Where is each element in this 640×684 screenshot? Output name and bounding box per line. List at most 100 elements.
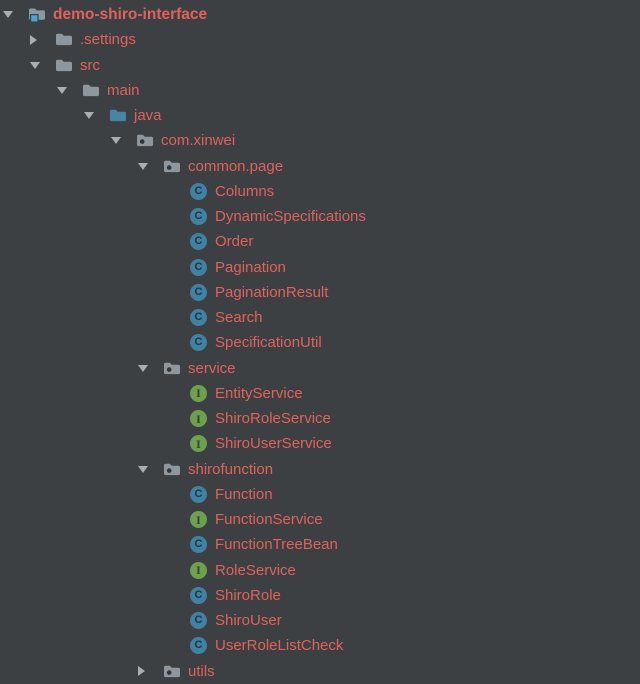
class-icon-letter: C [194,260,203,273]
tree-item-label: demo-shiro-interface [53,5,208,23]
arrow-spacer [165,280,190,305]
chevron-down-icon[interactable] [30,53,55,78]
class-icon: C [190,334,207,352]
class-icon-letter: C [194,285,203,298]
chevron-down-icon[interactable] [57,78,82,103]
class-icon-letter: C [194,588,203,601]
arrow-spacer [165,558,190,583]
tree-item-function[interactable]: C Function [0,482,640,507]
tree-item-function-service[interactable]: I FunctionService [0,507,640,532]
tree-item-function-tree-bean[interactable]: C FunctionTreeBean [0,532,640,557]
tree-item-label: ShiroRoleService [215,410,331,428]
package-folder-icon [163,461,181,478]
class-icon: C [190,612,207,630]
package-folder-icon [163,360,181,377]
tree-item-java[interactable]: java [0,103,640,128]
tree-item-label: ShiroUser [215,612,282,630]
chevron-down-icon[interactable] [111,128,136,153]
package-folder-icon [136,132,154,149]
tree-item-shiro-user-service[interactable]: I ShiroUserService [0,431,640,456]
package-folder-icon [163,663,181,680]
tree-item-label: java [134,107,162,125]
tree-item-settings[interactable]: .settings [0,27,640,52]
tree-item-main[interactable]: main [0,78,640,103]
tree-item-pagination-result[interactable]: C PaginationResult [0,280,640,305]
tree-item-label: PaginationResult [215,283,329,301]
tree-item-label: FunctionService [215,511,323,529]
tree-item-user-role-list-check[interactable]: C UserRoleListCheck [0,633,640,658]
chevron-right-icon[interactable] [138,659,163,684]
tree-item-specification-util[interactable]: C SpecificationUtil [0,330,640,355]
tree-item-dynamic-specifications[interactable]: C DynamicSpecifications [0,204,640,229]
class-icon: C [190,283,207,301]
tree-item-common-page[interactable]: common.page [0,154,640,179]
chevron-down-icon[interactable] [138,154,163,179]
interface-icon: I [190,384,207,402]
class-icon-letter: C [194,235,203,248]
arrow-spacer [165,633,190,658]
interface-icon: I [190,561,207,579]
tree-item-label: Pagination [215,258,286,276]
arrow-spacer [165,330,190,355]
folder-icon [82,82,100,99]
tree-item-service[interactable]: service [0,356,640,381]
chevron-down-icon[interactable] [138,356,163,381]
tree-item-utils[interactable]: utils [0,659,640,684]
class-icon-letter: C [194,311,203,324]
arrow-spacer [165,204,190,229]
tree-item-label: UserRoleListCheck [215,637,344,655]
class-icon: C [190,586,207,604]
chevron-down-icon[interactable] [84,103,109,128]
tree-item-columns[interactable]: C Columns [0,179,640,204]
class-icon-letter: C [194,487,203,500]
tree-item-label: Search [215,309,263,327]
tree-item-label: SpecificationUtil [215,334,322,352]
tree-item-shiro-user[interactable]: C ShiroUser [0,608,640,633]
class-icon-letter: C [194,614,203,627]
chevron-right-icon[interactable] [30,27,55,52]
class-icon: C [190,637,207,655]
arrow-spacer [165,179,190,204]
tree-item-label: common.page [188,157,284,175]
tree-item-label: main [107,81,140,99]
interface-icon-letter: I [196,386,201,401]
class-icon-letter: C [194,210,203,223]
tree-item-shirofunction[interactable]: shirofunction [0,457,640,482]
tree-item-label: Columns [215,182,275,200]
tree-item-pagination[interactable]: C Pagination [0,255,640,280]
class-icon-letter: C [194,538,203,551]
class-icon-letter: C [194,639,203,652]
folder-icon [55,31,73,48]
class-icon: C [190,258,207,276]
arrow-spacer [165,583,190,608]
class-icon: C [190,208,207,226]
project-folder-icon [28,6,46,23]
tree-item-label: DynamicSpecifications [215,208,366,226]
tree-item-label: FunctionTreeBean [215,536,338,554]
interface-icon-letter: I [196,411,201,426]
tree-item-label: ShiroUserService [215,435,332,453]
tree-item-shiro-role-service[interactable]: I ShiroRoleService [0,406,640,431]
tree-item-search[interactable]: C Search [0,305,640,330]
tree-item-shiro-role[interactable]: C ShiroRole [0,583,640,608]
tree-item-label: ShiroRole [215,586,281,604]
class-icon: C [190,485,207,503]
arrow-spacer [165,255,190,280]
package-folder-icon [163,158,181,175]
tree-item-com-xinwei[interactable]: com.xinwei [0,128,640,153]
chevron-down-icon[interactable] [138,457,163,482]
class-icon: C [190,233,207,251]
interface-icon: I [190,410,207,428]
tree-item-demo-shiro-interface[interactable]: demo-shiro-interface [0,2,640,27]
tree-item-label: com.xinwei [161,132,236,150]
tree-item-role-service[interactable]: I RoleService [0,558,640,583]
tree-item-order[interactable]: C Order [0,229,640,254]
folder-icon [55,57,73,74]
tree-item-src[interactable]: src [0,53,640,78]
tree-item-entity-service[interactable]: I EntityService [0,381,640,406]
arrow-spacer [165,608,190,633]
class-icon: C [190,309,207,327]
chevron-down-icon[interactable] [3,2,28,27]
interface-icon-letter: I [196,563,201,578]
